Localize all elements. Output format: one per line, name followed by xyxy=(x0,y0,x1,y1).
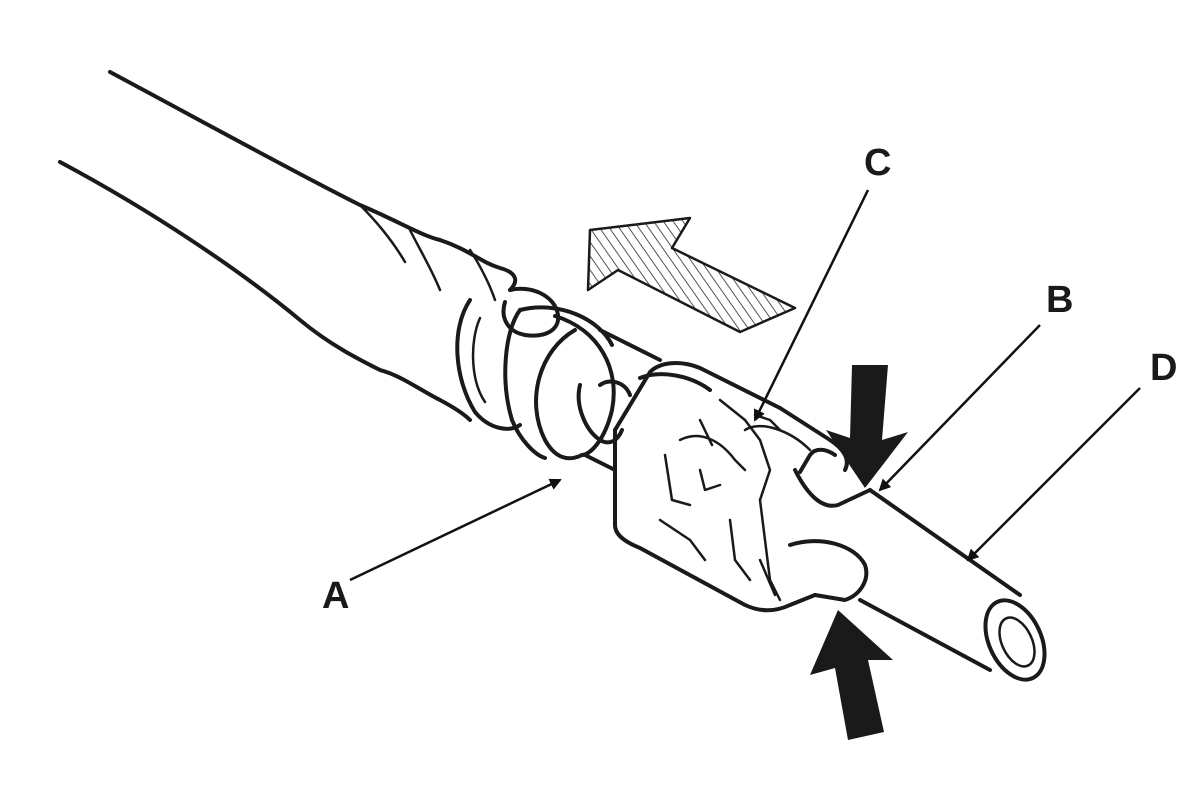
hose-body xyxy=(58,70,561,431)
callout-label-d: D xyxy=(1150,347,1177,389)
connector-tube xyxy=(576,328,662,472)
callout-label-b: B xyxy=(1046,279,1073,321)
leader-lines xyxy=(349,189,1141,582)
press-arrow-down-icon xyxy=(826,365,908,488)
callout-label-a: A xyxy=(322,575,349,617)
pipe xyxy=(858,488,1047,682)
press-arrow-up-icon xyxy=(810,610,893,740)
callout-label-c: C xyxy=(864,142,891,184)
hatched-arrow-icon xyxy=(586,216,797,334)
retainer-clip xyxy=(613,361,872,613)
ring-collar xyxy=(503,305,616,461)
